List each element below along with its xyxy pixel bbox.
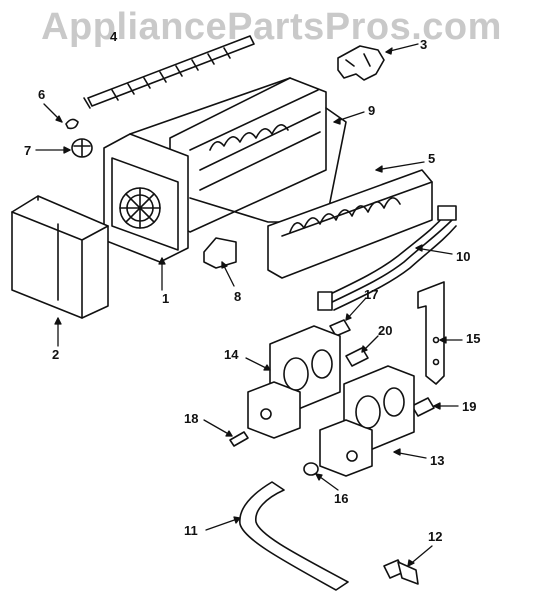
callout-17: 17 bbox=[364, 287, 379, 302]
callout-15: 15 bbox=[466, 331, 481, 346]
callout-11: 11 bbox=[184, 523, 198, 538]
callout-20: 20 bbox=[378, 323, 393, 338]
nut-part bbox=[303, 462, 319, 476]
callout-8: 8 bbox=[234, 289, 242, 304]
gear-knob-part bbox=[71, 138, 93, 158]
callout-5: 5 bbox=[428, 151, 436, 166]
callout-16: 16 bbox=[334, 491, 349, 506]
callout-2: 2 bbox=[52, 347, 60, 362]
callout-14: 14 bbox=[224, 347, 239, 362]
callout-7: 7 bbox=[24, 143, 32, 158]
pin-part bbox=[229, 431, 249, 447]
leader-lines bbox=[35, 43, 463, 567]
callout-18: 18 bbox=[184, 411, 199, 426]
watermark-logo: AppliancePartsPros.com bbox=[41, 6, 502, 48]
stripper-part bbox=[267, 169, 433, 279]
tube-insert-17-part bbox=[329, 319, 351, 337]
callout-13: 13 bbox=[430, 453, 445, 468]
callout-4: 4 bbox=[110, 29, 118, 44]
callout-9: 9 bbox=[368, 103, 376, 118]
wire-harness-part bbox=[317, 205, 457, 311]
lever-arm-part bbox=[337, 45, 385, 81]
callout-1: 1 bbox=[162, 291, 170, 306]
fill-tube-part bbox=[239, 481, 349, 591]
callout-12: 12 bbox=[428, 529, 443, 544]
water-valve-lower-part bbox=[319, 365, 415, 477]
callout-6: 6 bbox=[38, 87, 46, 102]
tube-insert-19-part bbox=[411, 397, 435, 417]
water-valve-upper-part bbox=[247, 325, 341, 439]
mounting-bracket-part bbox=[203, 237, 237, 269]
callout-10: 10 bbox=[456, 249, 471, 264]
callout-3: 3 bbox=[420, 37, 428, 52]
front-cover-part bbox=[11, 195, 109, 319]
ice-maker-assembly-part bbox=[103, 77, 347, 263]
compression-fitting-part bbox=[383, 559, 419, 585]
ejector-shaft-part bbox=[83, 35, 255, 109]
angle-bracket-part bbox=[417, 281, 445, 385]
retainer-clip-part bbox=[65, 118, 79, 130]
callout-19: 19 bbox=[462, 399, 477, 414]
